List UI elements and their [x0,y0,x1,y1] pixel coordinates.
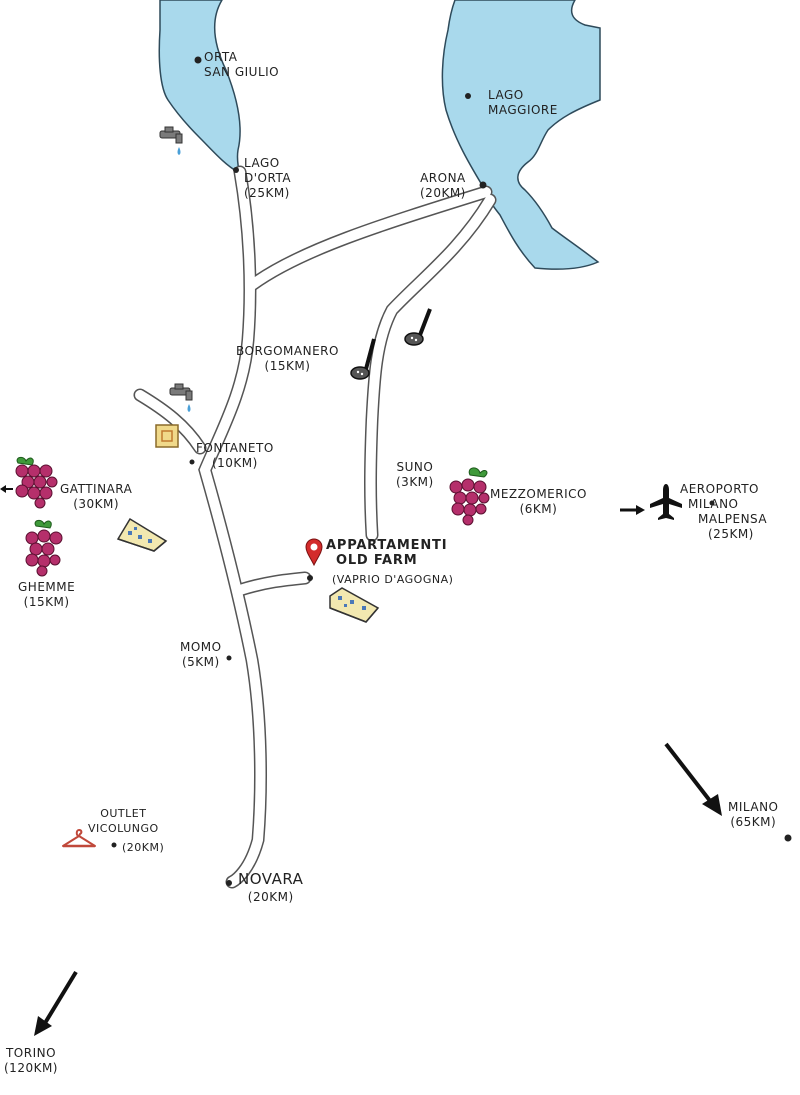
label-vaprio-dagogna: (VAPRIO D'AGOGNA) [332,572,453,587]
grapes-icon [25,519,63,577]
direction-arrow-icon [664,742,722,816]
cheese-icon [329,587,380,623]
label-milano-distance: (65KM) [730,815,777,829]
label-outlet-vicolungo: OUTLET VICOLUNGO [88,806,159,836]
label-ghemme-distance: (15KM) [23,595,70,609]
grapes-icon [15,456,58,509]
label-aeroporto-l3: MALPENSA [698,512,768,526]
label-suno: SUNO (3KM) [396,460,434,490]
label-borgomanero-distance: (15KM) [264,359,311,373]
cheese-icon [116,517,168,552]
label-arona: ARONA (20KM) [420,171,466,201]
label-torino-distance: (120KM) [4,1061,58,1075]
grapes-icon [449,467,490,526]
label-lago-orta-l2: D'ORTA [244,171,292,185]
label-momo: MOMO (5KM) [180,640,222,670]
label-gattinara-distance: (30KM) [73,497,120,511]
label-arona-name: ARONA [420,171,466,185]
direction-arrow-icon [34,970,78,1036]
airplane-icon [650,484,682,520]
label-ghemme: GHEMME (15KM) [18,580,75,610]
label-aeroporto: AEROPORTO MILANO MALPENSA (25KM) [680,482,767,542]
label-outlet-distance: (20KM) [122,840,164,855]
label-orta-name: ORTA [204,50,238,64]
cracker-icon [155,424,179,448]
label-lago-orta-l1: LAGO [244,156,280,170]
label-appartamenti-old-farm: APPARTAMENTI OLD FARM [326,538,447,568]
label-borgomanero: BORGOMANERO (15KM) [236,344,339,374]
label-fontaneto: FONTANETO (10KM) [196,441,274,471]
label-fontaneto-distance: (10KM) [211,456,258,470]
label-lago-orta: LAGO D'ORTA (25KM) [244,156,291,201]
label-mezzomerico: MEZZOMERICO (6KM) [490,487,587,517]
golf-club-icon [350,338,376,380]
label-novara: NOVARA (20KM) [238,870,303,906]
clothes-hanger-icon [62,829,96,848]
road-network [133,165,497,889]
label-novara-distance: (20KM) [247,890,294,904]
label-outlet-l2: VICOLUNGO [88,822,159,835]
label-mezzomerico-distance: (6KM) [519,502,558,516]
label-lago-maggiore-l1: LAGO [488,88,524,102]
location-dots [111,56,792,886]
label-appartamenti-l1: APPARTAMENTI [326,538,448,553]
label-outlet-distance-text: (20KM) [122,841,165,854]
label-outlet-l1: OUTLET [100,807,147,820]
label-milano: MILANO (65KM) [728,800,778,830]
label-fontaneto-name: FONTANETO [196,441,274,455]
label-lago-maggiore-l2: MAGGIORE [488,103,558,117]
label-orta: ORTA SAN GIULIO [204,50,279,80]
water-tap-icon [169,383,193,412]
label-appartamenti-l2: OLD FARM [336,553,418,568]
direction-arrow-icon [0,485,13,493]
golf-club-icon [404,308,432,346]
label-arona-distance: (20KM) [420,186,466,200]
label-lago-orta-distance: (25KM) [244,186,290,200]
label-momo-distance: (5KM) [181,655,220,669]
direction-arrow-icon [620,505,645,515]
label-suno-name: SUNO [396,460,434,474]
label-ghemme-name: GHEMME [18,580,76,594]
label-borgomanero-name: BORGOMANERO [236,344,339,358]
label-aeroporto-l1: AEROPORTO [680,482,759,496]
label-novara-name: NOVARA [238,870,304,888]
label-milano-name: MILANO [728,800,779,814]
label-gattinara: GATTINARA (30KM) [60,482,132,512]
label-aeroporto-distance: (25KM) [708,527,754,541]
label-suno-distance: (3KM) [396,475,434,489]
location-pin-icon [305,538,323,567]
lake-maggiore [441,0,601,270]
water-tap-icon [159,126,183,155]
label-appartamenti-town: (VAPRIO D'AGOGNA) [332,573,454,586]
label-gattinara-name: GATTINARA [60,482,133,496]
label-lago-maggiore: LAGO MAGGIORE [488,88,558,118]
label-momo-name: MOMO [180,640,222,654]
label-aeroporto-l2: MILANO [688,497,739,511]
label-mezzomerico-name: MEZZOMERICO [490,487,587,501]
label-torino: TORINO (120KM) [4,1046,58,1076]
label-orta-sub: SAN GIULIO [204,65,280,79]
label-torino-name: TORINO [5,1046,57,1060]
